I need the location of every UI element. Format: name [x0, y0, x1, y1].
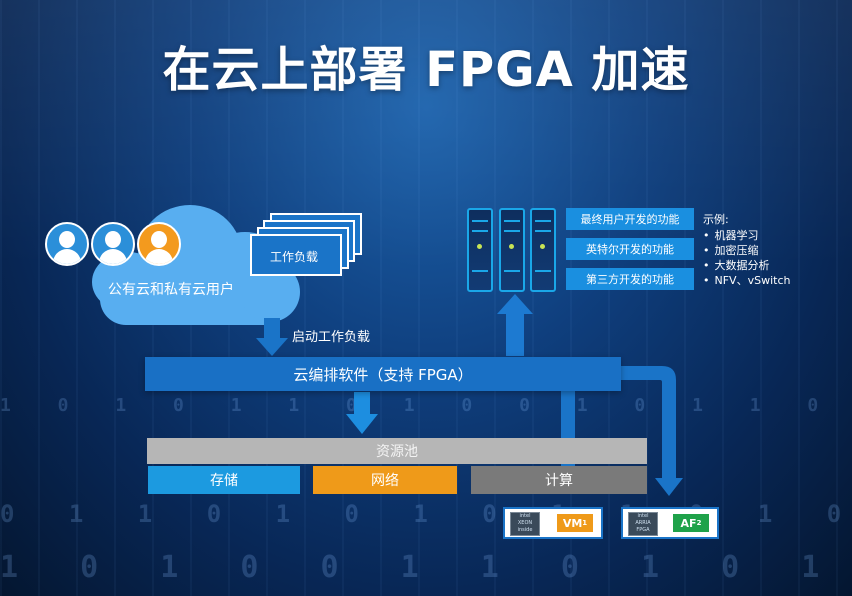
examples-header: 示例: [703, 213, 729, 226]
example-item: NFV、vSwitch [703, 273, 791, 288]
start-workload-label: 启动工作负载 [292, 330, 371, 345]
page-title: 在云上部署 FPGA 加速 [162, 42, 690, 98]
workload-doc [250, 234, 342, 276]
user-avatar [137, 222, 181, 266]
workload-label: 工作负载 [269, 250, 318, 264]
network-block: 网络 [313, 466, 457, 494]
compute-block: 计算 [471, 466, 647, 494]
af-label: AF [680, 516, 697, 530]
af-sup: 2 [696, 519, 702, 527]
vm-label: VM [562, 516, 583, 530]
feature-item: 英特尔开发的功能 [566, 238, 694, 260]
arrow-to-servers [497, 294, 533, 356]
user-avatar [91, 222, 135, 266]
vm-sup: 1 [582, 519, 588, 527]
user-avatar [45, 222, 89, 266]
server-icon [467, 208, 493, 292]
example-item: 加密压缩 [703, 243, 790, 258]
resource-pool-bar: 资源池 [147, 438, 647, 464]
server-icon [530, 208, 556, 292]
orchestrator-bar: 云编排软件（支持 FPGA） [145, 357, 621, 391]
server-icon [499, 208, 525, 292]
example-item: 大数据分析 [703, 258, 790, 273]
storage-block: 存储 [148, 466, 300, 494]
cloud-label: 公有云和私有云用户 [108, 282, 234, 298]
arrow-to-pool [346, 392, 378, 434]
feature-item: 第三方开发的功能 [566, 268, 694, 290]
feature-item: 最终用户开发的功能 [566, 208, 694, 230]
arrow-start-workload [256, 318, 288, 356]
example-item: 机器学习 [703, 228, 790, 243]
examples-list: 示例: 机器学习 加密压缩 大数据分析 NFV、vSwitch [703, 212, 790, 288]
arrow-to-af [621, 366, 683, 496]
